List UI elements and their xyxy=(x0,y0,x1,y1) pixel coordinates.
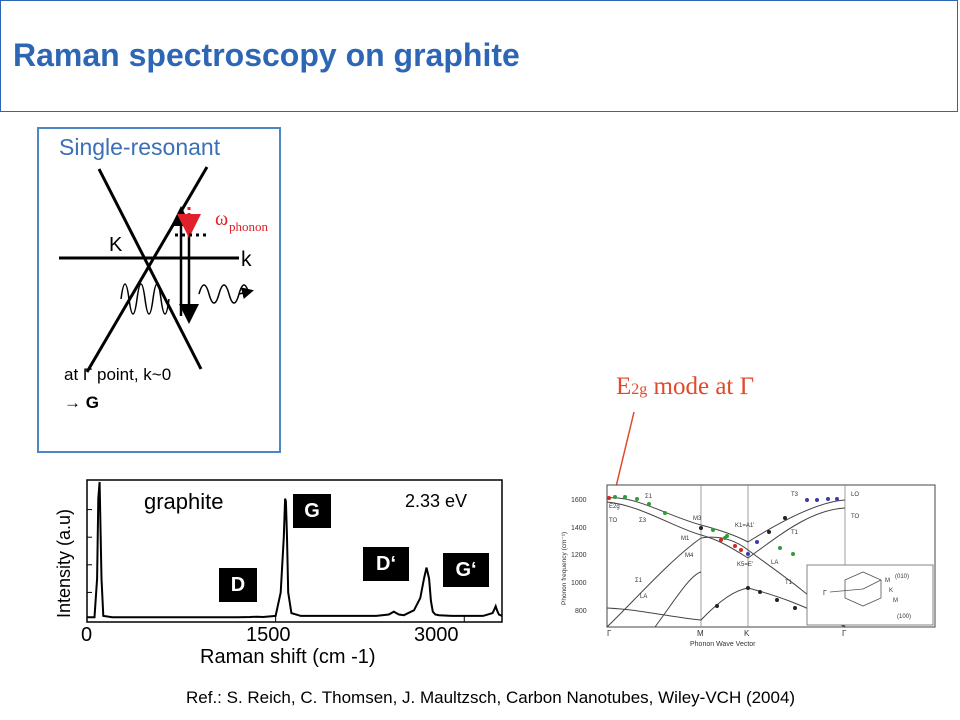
inset-m: M xyxy=(885,578,890,584)
sample-label: graphite xyxy=(144,489,224,514)
disp-ytick-800: 800 xyxy=(575,608,587,615)
mid-branch xyxy=(654,571,702,628)
peak-label-d: D xyxy=(219,568,257,602)
label-t3: T3 xyxy=(791,492,799,498)
label-la-left: LA xyxy=(640,594,647,600)
energy-label: 2.33 eV xyxy=(405,491,467,511)
label-k1: K1=A1' xyxy=(735,523,754,529)
label-sigma1b: Σ1 xyxy=(635,578,643,584)
disp-ytick-1000: 1000 xyxy=(571,580,587,587)
disp-xtick-m: M xyxy=(697,629,704,638)
disp-ylabel: Phonon frequency (cm⁻¹) xyxy=(561,532,568,605)
raman-spectrum-chart: Intensity (a.u) 0 1500 3000 Raman shift … xyxy=(54,479,503,668)
scattered-light-wave xyxy=(198,284,250,304)
lo-branch xyxy=(606,501,846,559)
peak-label-g: G xyxy=(293,494,331,528)
inset-k: K xyxy=(889,588,893,594)
e2g-letter: E xyxy=(616,373,632,400)
panel-title: Single-resonant xyxy=(59,134,221,160)
phonon-dispersion-figure: 1600 1400 1200 1000 800 Phonon frequency… xyxy=(561,484,936,648)
inset-010: (010) xyxy=(895,574,909,580)
point-label-k: K xyxy=(109,234,123,256)
label-to-right: TO xyxy=(851,514,860,520)
x-tick-3000: 3000 xyxy=(414,624,459,646)
bz-inset xyxy=(806,564,934,626)
disp-xlabel: Phonon Wave Vector xyxy=(690,641,756,648)
label-e2g: E2g xyxy=(609,504,620,510)
dispersion-points-green xyxy=(613,495,795,556)
scattered-light-arrow xyxy=(238,287,254,300)
label-m4: M4 xyxy=(685,553,694,559)
single-resonant-panel: Single-resonant K k ω phonon xyxy=(37,127,281,453)
e2g-mode-annotation: E2g mode at Γ xyxy=(616,373,754,401)
disp-xtick-k: K xyxy=(744,629,750,638)
label-m1: M1 xyxy=(681,536,690,542)
peak-label-g-prime: G‘ xyxy=(443,553,489,587)
inset-m2: M xyxy=(893,598,898,604)
bz-hexagon xyxy=(844,571,882,607)
dispersion-points-black xyxy=(699,516,797,610)
y-axis-label: Intensity (a.u) xyxy=(54,509,74,618)
label-to-left: TO xyxy=(609,518,618,524)
zo-branch xyxy=(606,587,846,628)
omega-symbol: ω xyxy=(215,208,228,230)
to-branch xyxy=(606,497,846,543)
cone-line-right xyxy=(85,166,209,373)
x-axis-label: Raman shift (cm -1) xyxy=(200,646,376,668)
x-tick-0: 0 xyxy=(81,624,92,646)
disp-ytick-1400: 1400 xyxy=(571,525,587,532)
e2g-rest: mode at Γ xyxy=(647,373,755,400)
label-sigma3: Σ3 xyxy=(639,518,647,524)
reference-citation: Ref.: S. Reich, C. Thomsen, J. Maultzsch… xyxy=(186,688,796,707)
spectrum-curve xyxy=(87,481,503,619)
slide-title: Raman spectroscopy on graphite xyxy=(13,37,520,73)
disp-ytick-1200: 1200 xyxy=(571,552,587,559)
x-tick-1500: 1500 xyxy=(246,624,291,646)
dispersion-cone-diagram: K k ω phonon at Γ point, k~0 → G xyxy=(59,166,269,412)
label-k5: K5=E' xyxy=(737,562,753,568)
caption-line-2: → G xyxy=(64,393,99,412)
cone-line-left xyxy=(97,168,203,370)
label-lo: LO xyxy=(851,492,859,498)
disp-xtick-gamma-left: Γ xyxy=(607,629,612,638)
label-t1: T1 xyxy=(791,530,799,536)
label-t1b: T1 xyxy=(785,580,793,586)
inset-100: (100) xyxy=(897,614,911,620)
inset-gamma: Γ xyxy=(823,590,827,597)
omega-subscript: phonon xyxy=(229,219,269,234)
label-sigma1: Σ1 xyxy=(645,494,653,500)
dispersion-points-red xyxy=(607,496,743,552)
disp-ytick-1600: 1600 xyxy=(571,497,587,504)
peak-label-d-prime: D‘ xyxy=(363,547,409,581)
incident-light-wave xyxy=(120,283,170,315)
label-la-right: LA xyxy=(771,560,778,566)
disp-xtick-gamma-right: Γ xyxy=(842,629,847,638)
slide-header: Raman spectroscopy on graphite xyxy=(0,0,958,112)
axis-label-k: k xyxy=(241,248,252,271)
caption-line-1: at Γ point, k~0 xyxy=(64,365,171,384)
e2g-subscript: 2g xyxy=(631,381,648,398)
label-m3: M3 xyxy=(693,516,702,522)
la-branch xyxy=(606,536,846,628)
dispersion-points-blue xyxy=(746,497,839,556)
